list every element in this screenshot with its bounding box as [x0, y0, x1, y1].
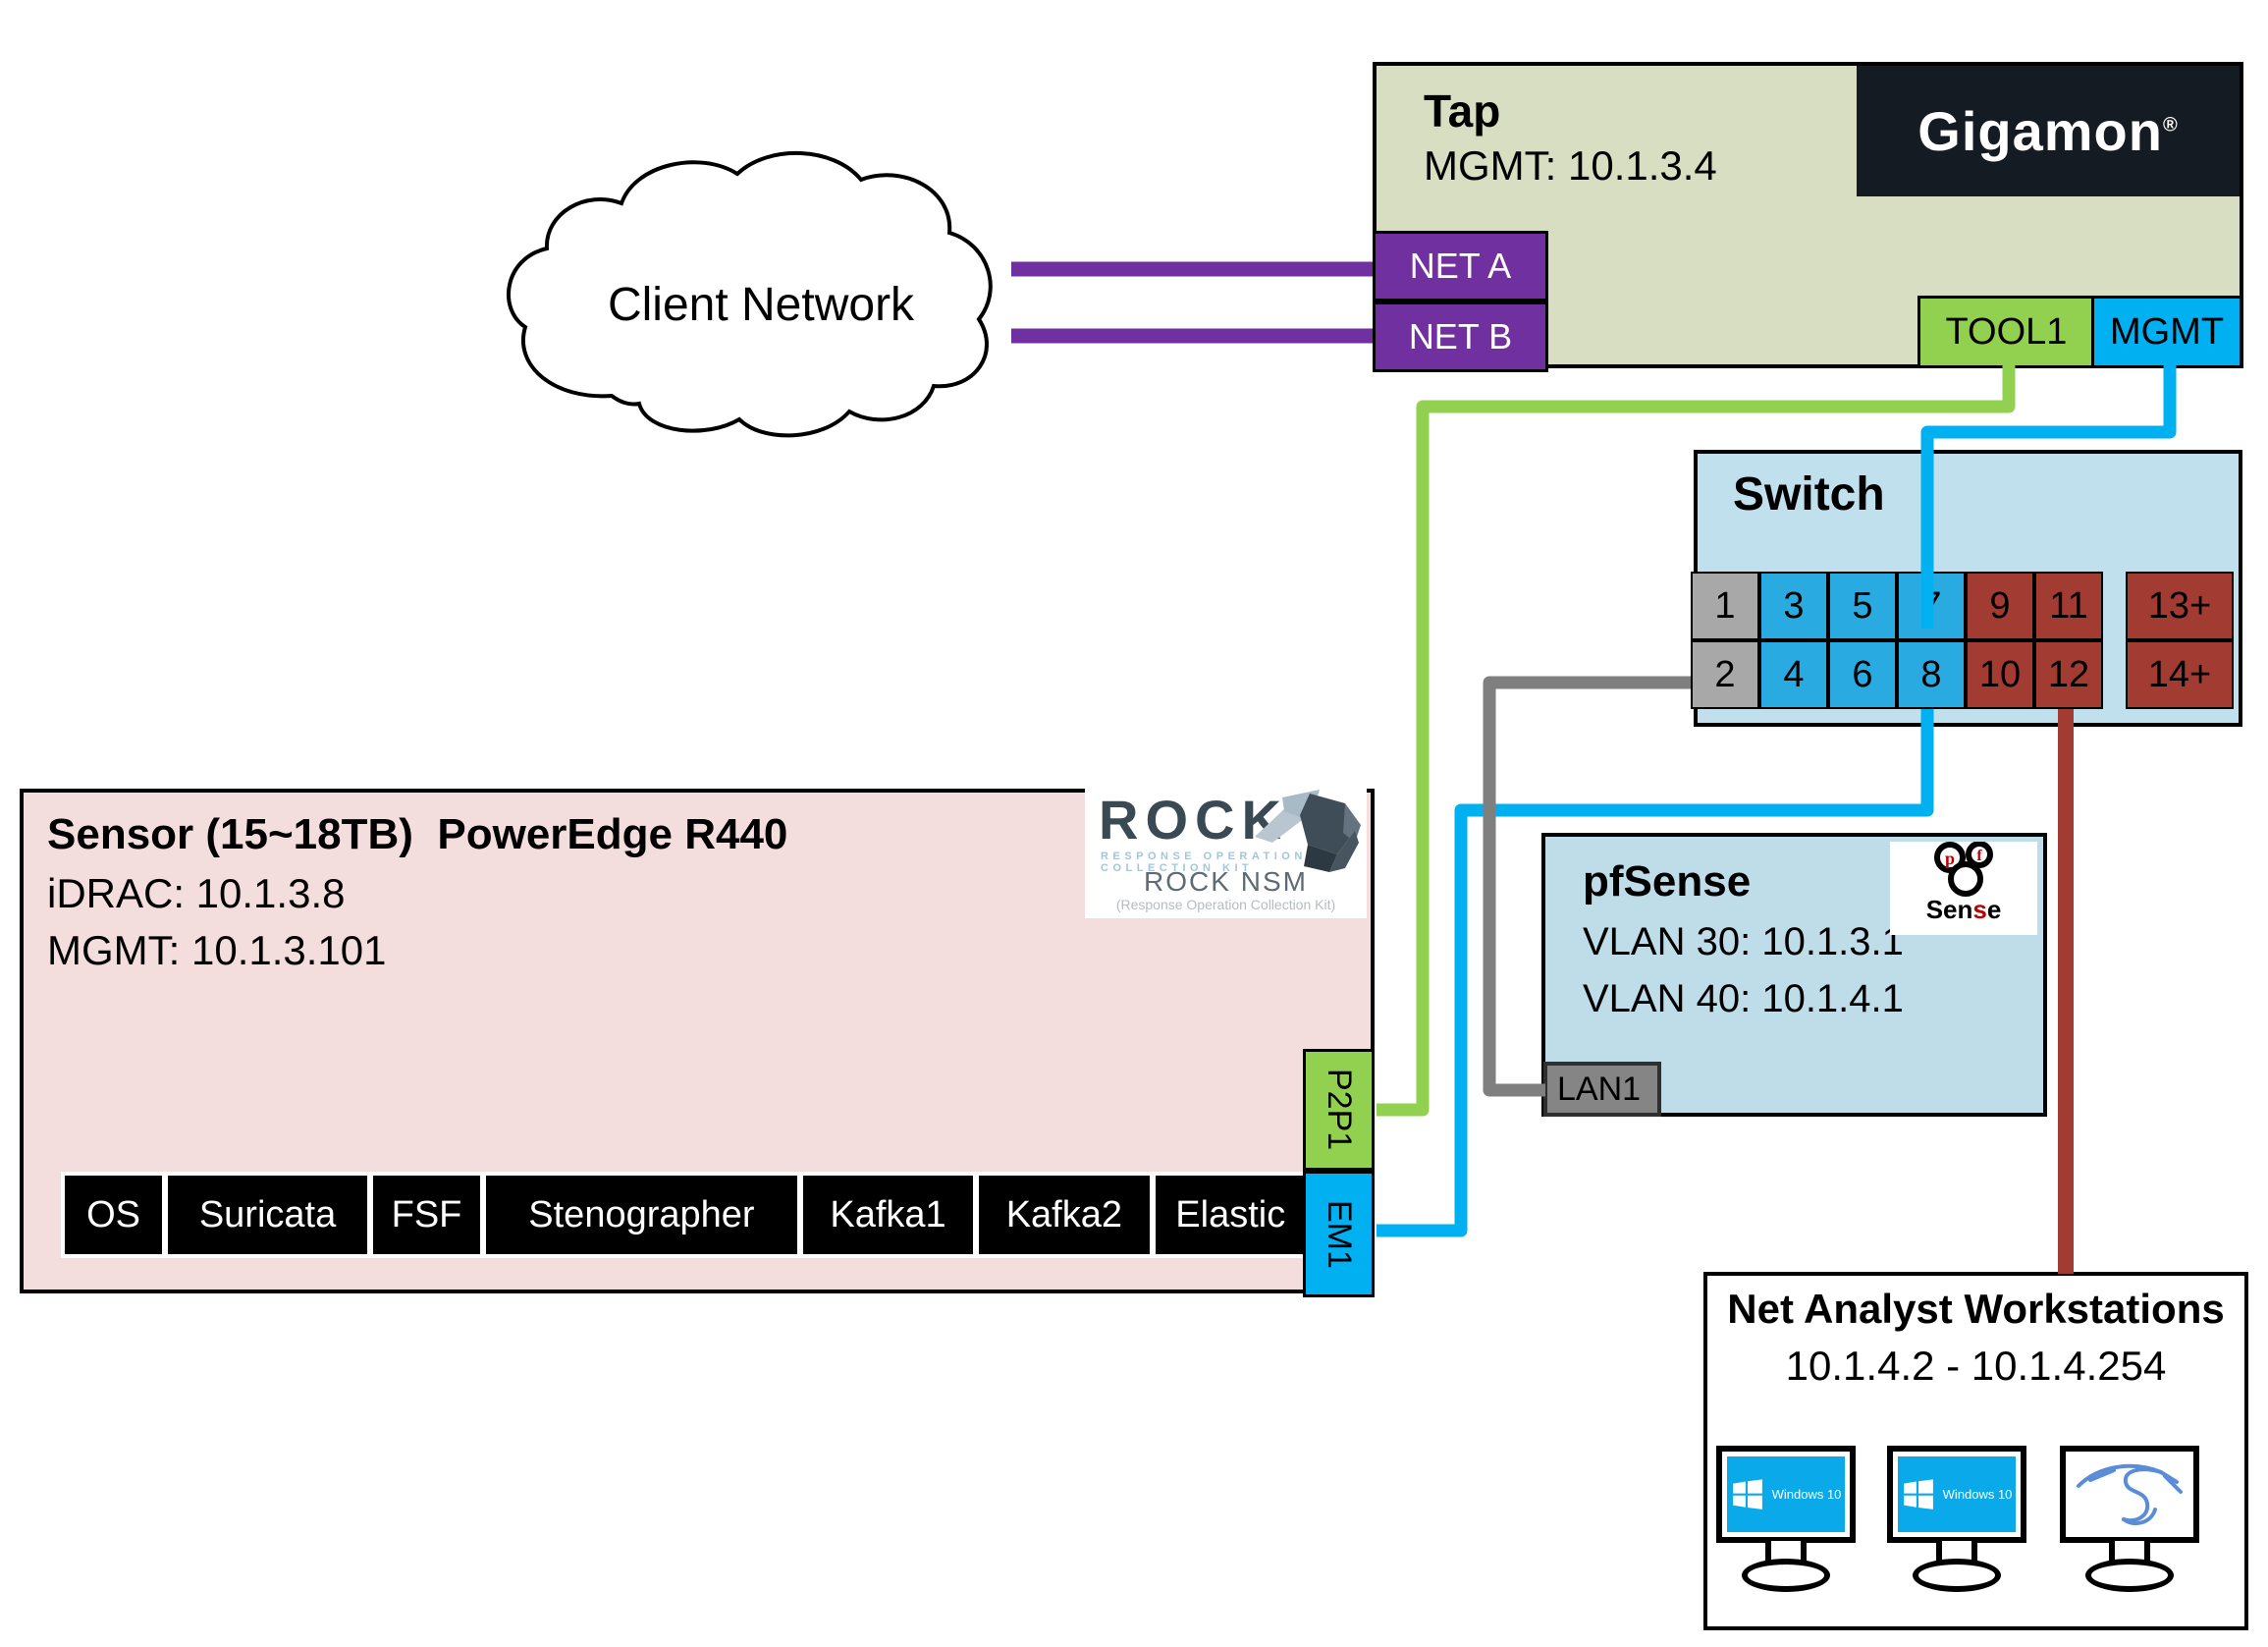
- windows-screen-label: Windows 10: [1771, 1487, 1842, 1502]
- service-kafka1: Kafka1: [802, 1176, 974, 1254]
- svg-text:f: f: [1976, 848, 1982, 864]
- workstations-ip-range: 10.1.4.2 - 10.1.4.254: [1785, 1343, 2167, 1389]
- switch-port-1: 1: [1691, 572, 1759, 640]
- switch-port-14plus: 14+: [2126, 640, 2234, 709]
- switch-port-4: 4: [1759, 640, 1828, 709]
- svg-text:p: p: [1945, 849, 1955, 868]
- service-os: OS: [65, 1176, 163, 1254]
- service-fsf: FSF: [373, 1176, 480, 1254]
- pfsense-port-lan1: LAN1: [1543, 1062, 1661, 1117]
- service-suricata: Suricata: [168, 1176, 368, 1254]
- switch-box: Switch 1 3 5 7 9 11 2 4 6 8 10 12 13+ 14…: [1691, 450, 2242, 727]
- cloud-label: Client Network: [607, 279, 915, 331]
- monitor-stand: [1716, 1541, 1856, 1598]
- tap-mgmt-ip: MGMT: 10.1.3.4: [1424, 141, 1717, 189]
- em1-label: EM1: [1321, 1199, 1358, 1269]
- kali-dragon-icon: [2077, 1463, 2183, 1526]
- workstation-monitor-windows-1: Windows 10: [1716, 1446, 1856, 1598]
- sensor-idrac-ip: iDRAC: 10.1.3.8: [47, 869, 346, 916]
- switch-port-3: 3: [1759, 572, 1828, 640]
- pfsense-logo: p f Sense: [1890, 842, 2037, 935]
- switch-port-13plus: 13+: [2126, 572, 2234, 640]
- rock-logo-name: ROCK NSM: [1144, 866, 1308, 897]
- p2p1-label: P2P1: [1321, 1069, 1358, 1151]
- switch-port-6: 6: [1828, 640, 1897, 709]
- lan1-label: LAN1: [1557, 1070, 1642, 1108]
- tap-port-net-b: NET B: [1373, 302, 1548, 372]
- net-a-label: NET A: [1409, 246, 1512, 286]
- rock-nsm-logo: ROCK RESPONSE OPERATION COLLECTION KIT R…: [1085, 786, 1367, 918]
- tap-port-mgmt: MGMT: [2091, 296, 2242, 368]
- sensor-mgmt-ip: MGMT: 10.1.3.101: [47, 927, 387, 974]
- sensor-box: Sensor (15~18TB) PowerEdge R440 iDRAC: 1…: [20, 786, 1375, 1297]
- switch-uplink-ports: 13+ 14+: [2126, 572, 2234, 709]
- rock-logo-word: ROCK: [1099, 789, 1288, 851]
- sensor-port-em1: EM1: [1303, 1171, 1375, 1297]
- switch-title: Switch: [1733, 468, 1885, 521]
- switch-port-7: 7: [1897, 572, 1966, 640]
- switch-port-grid: 1 3 5 7 9 11 2 4 6 8 10 12: [1691, 572, 2103, 709]
- gigamon-logo-text: Gigamon: [1917, 100, 2163, 162]
- tap-title: Tap: [1424, 85, 1501, 137]
- pfsense-title: pfSense: [1583, 857, 1752, 906]
- tap-box: Tap MGMT: 10.1.3.4 Gigamon® NET A NET B …: [1373, 62, 2243, 372]
- switch-port-2: 2: [1691, 640, 1759, 709]
- workstation-monitor-kali: [2060, 1446, 2199, 1598]
- windows-logo-icon: [1732, 1478, 1762, 1510]
- workstations-title: Net Analyst Workstations: [1727, 1286, 2225, 1332]
- switch-port-11: 11: [2034, 572, 2103, 640]
- pfsense-logo-icon: p f: [1934, 842, 1993, 897]
- rock-icon: [1255, 790, 1361, 872]
- rock-logo-tagline: RESPONSE OPERATION COLLECTION KIT: [1101, 851, 1307, 874]
- pfsense-box: pfSense VLAN 30: 10.1.3.1 VLAN 40: 10.1.…: [1541, 833, 2047, 1117]
- tap-port-tool1: TOOL1: [1917, 296, 2095, 368]
- monitor-stand: [1887, 1541, 2026, 1598]
- gigamon-logo: Gigamon®: [1857, 66, 2240, 196]
- registered-mark-icon: ®: [2162, 114, 2179, 137]
- windows-logo-icon: [1903, 1478, 1933, 1510]
- rock-logo-subtitle: (Response Operation Collection Kit): [1115, 897, 1336, 912]
- client-network-cloud: Client Network: [496, 142, 1026, 467]
- switch-port-5: 5: [1828, 572, 1897, 640]
- switch-port-8: 8: [1897, 640, 1966, 709]
- sensor-port-p2p1: P2P1: [1303, 1049, 1375, 1171]
- net-b-label: NET B: [1408, 316, 1513, 357]
- workstation-monitor-windows-2: Windows 10: [1887, 1446, 2026, 1598]
- monitor-stand: [2060, 1541, 2199, 1598]
- pfsense-vlan30: VLAN 30: 10.1.3.1: [1583, 919, 1904, 963]
- pfsense-vlan40: VLAN 40: 10.1.4.1: [1583, 976, 1904, 1020]
- cloud-icon: [507, 150, 993, 438]
- service-kafka2: Kafka2: [979, 1176, 1150, 1254]
- tap-mgmt-port-label: MGMT: [2109, 310, 2225, 353]
- switch-port-12: 12: [2034, 640, 2103, 709]
- service-stenographer: Stenographer: [485, 1176, 797, 1254]
- windows-screen-label: Windows 10: [1942, 1487, 2013, 1502]
- service-elastic: Elastic: [1155, 1176, 1307, 1254]
- sensor-title: Sensor (15~18TB) PowerEdge R440: [47, 810, 788, 858]
- tool1-label: TOOL1: [1945, 310, 2068, 353]
- net-analyst-workstations-box: Net Analyst Workstations 10.1.4.2 - 10.1…: [1703, 1272, 2248, 1630]
- switch-port-9: 9: [1966, 572, 2034, 640]
- pfsense-logo-text: Sense: [1925, 895, 2002, 924]
- sensor-services-row: OS Suricata FSF Stenographer Kafka1 Kafk…: [61, 1172, 1310, 1258]
- tap-port-net-a: NET A: [1373, 231, 1548, 302]
- switch-port-10: 10: [1966, 640, 2034, 709]
